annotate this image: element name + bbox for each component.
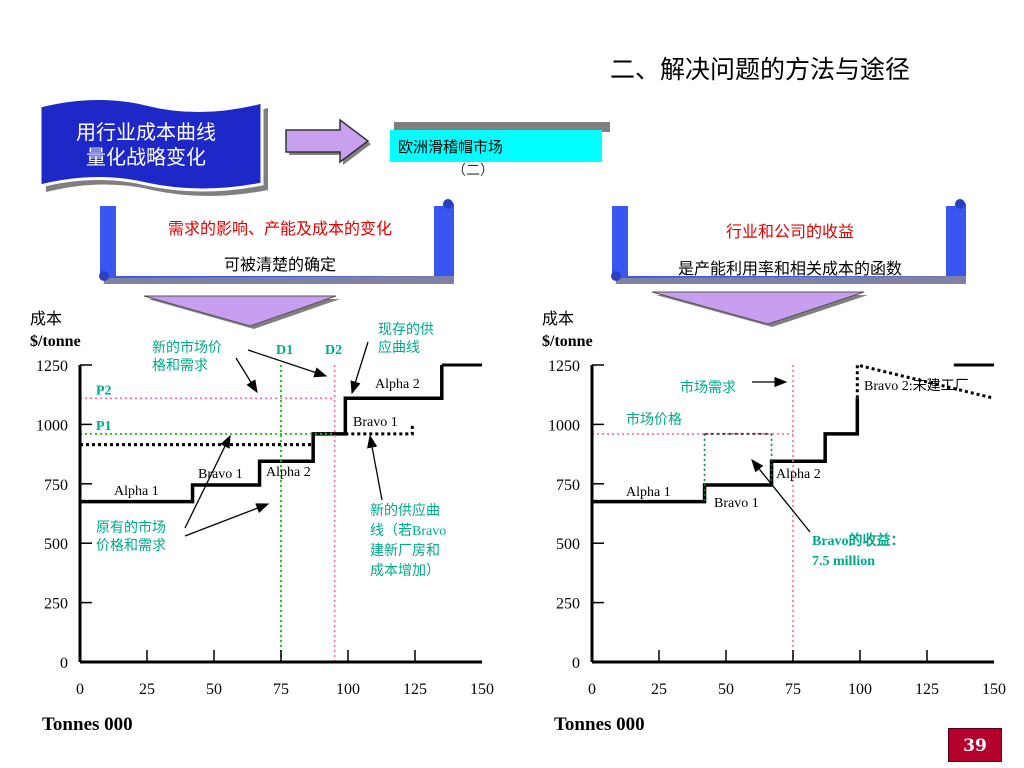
chart2-y-tick-label: 250 <box>556 596 580 613</box>
market-box: 欧洲滑稽帽市场 <box>390 130 602 162</box>
scroll-right <box>611 199 966 284</box>
chart2-ylabel-1: 成本 <box>542 310 574 328</box>
chart1-series-dotted <box>80 424 414 447</box>
arrow-new-market-2 <box>247 349 328 378</box>
chart2-x-tick-label: 75 <box>785 681 801 698</box>
chart2-y-tick-label: 500 <box>556 536 580 553</box>
new-supply-label-1: 新的供应曲 <box>370 502 440 519</box>
chart1-y-tick-label: 0 <box>60 655 68 672</box>
scroll-right-subtitle: 是产能利用率和相关成本的函数 <box>677 259 902 278</box>
arrow-new-supply <box>367 434 383 501</box>
new-market-price-label-1: 新的市场价 <box>152 339 222 356</box>
chart1-x-tick-label: 50 <box>206 681 222 698</box>
market-demand-label: 市场需求 <box>680 379 736 396</box>
chart1-xlabel: Tonnes 000 <box>42 714 133 735</box>
bravo1-top-label: Bravo 1 <box>353 415 398 430</box>
chart1-y-tick-label: 500 <box>44 536 68 553</box>
scroll-left-subtitle: 可被清楚的确定 <box>223 255 336 274</box>
funnel-right <box>651 291 868 327</box>
chart1-y-tick-label: 1000 <box>36 417 68 434</box>
chart2-x-tick-label: 0 <box>588 681 596 698</box>
alpha2-mid-label: Alpha 2 <box>266 465 311 480</box>
chart1-ylabel-1: 成本 <box>30 310 62 328</box>
new-supply-label-3: 建新厂房和 <box>370 543 440 559</box>
arrow-original-2 <box>184 503 270 537</box>
arrow-existing-supply <box>350 341 369 395</box>
p1-label: P1 <box>96 419 112 434</box>
chart1-ylabel-2: $/tonne <box>30 333 81 350</box>
scroll-left-title: 需求的影响、产能及成本的变化 <box>167 219 392 238</box>
chart2-x-tick-label: 125 <box>915 681 939 698</box>
chart2-y-tick-label: 0 <box>572 655 580 672</box>
banner-line-1: 用行业成本曲线 <box>76 120 216 144</box>
existing-supply-label-1: 现存的供 <box>378 322 434 338</box>
new-supply-label-4: 成本增加） <box>370 563 440 579</box>
chart2-x-tick-label: 150 <box>982 681 1006 698</box>
banner-flag <box>38 96 268 196</box>
chart2-y-tick-label: 1000 <box>548 417 580 434</box>
chart1-x-tick-label: 0 <box>76 681 84 698</box>
new-market-price-label-2: 格和需求 <box>152 358 208 374</box>
bravo2-label: Bravo 2:未建工厂 <box>864 378 969 394</box>
original-market-label-2: 价格和需求 <box>96 538 166 554</box>
page-title: 二、解决问题的方法与途径 <box>610 55 911 84</box>
scroll-left <box>99 199 455 284</box>
original-market-label-1: 原有的市场 <box>96 519 166 536</box>
market-price-label: 市场价格 <box>626 411 682 428</box>
bravo1-label: Bravo 1 <box>714 496 759 511</box>
bravo1-mid-label: Bravo 1 <box>198 467 243 482</box>
existing-supply-label-2: 应曲线 <box>378 339 420 356</box>
d1-label: D1 <box>276 343 293 358</box>
arrow-bravo-revenue <box>751 458 811 533</box>
arrow-original-1 <box>184 434 231 529</box>
chart2-xlabel: Tonnes 000 <box>554 714 645 735</box>
alpha2-label: Alpha 2 <box>776 467 821 482</box>
chart2-series-dotted <box>855 363 995 400</box>
alpha1-label: Alpha 1 <box>114 484 159 499</box>
market-sub: （二） <box>452 163 494 179</box>
banner-text: 用行业成本曲线 量化战略变化 <box>36 120 256 170</box>
funnel-left <box>143 295 340 329</box>
chart2-ylabel-2: $/tonne <box>542 333 593 350</box>
right-arrow-icon <box>285 118 371 165</box>
chart1-y-tick-label: 1250 <box>36 358 68 375</box>
chart1-x-tick-label: 100 <box>336 681 360 698</box>
chart2-x-tick-label: 50 <box>718 681 734 698</box>
scroll-right-title: 行业和公司的收益 <box>725 222 854 241</box>
chart2-y-tick-label: 1250 <box>548 358 580 375</box>
alpha2-top-label: Alpha 2 <box>375 377 420 392</box>
alpha1-label: Alpha 1 <box>626 485 671 500</box>
p2-label: P2 <box>96 383 112 398</box>
banner-line-2: 量化战略变化 <box>86 145 206 169</box>
market-box-shadow <box>394 122 610 132</box>
bravo-revenue-label-2: 7.5 million <box>812 554 875 569</box>
chart1-x-tick-label: 25 <box>139 681 155 698</box>
chart1-x-tick-label: 75 <box>273 681 289 698</box>
chart1-y-tick-label: 750 <box>44 477 68 494</box>
page-number: 39 <box>948 728 1002 762</box>
chart1-x-tick-label: 150 <box>470 681 494 698</box>
chart1-y-tick-label: 250 <box>44 596 68 613</box>
chart2-series-solid <box>592 398 860 504</box>
chart2-x-tick-label: 100 <box>848 681 872 698</box>
chart1-series-solid <box>80 365 444 504</box>
chart2-x-tick-label: 25 <box>651 681 667 698</box>
bravo-revenue-label-1: Bravo的收益： <box>812 532 905 549</box>
arrow-new-market-1 <box>235 357 258 394</box>
d2-label: D2 <box>325 343 342 358</box>
chart2-y-tick-label: 750 <box>556 477 580 494</box>
chart1-x-tick-label: 125 <box>403 681 427 698</box>
new-supply-label-2: 线（若Bravo <box>370 523 446 539</box>
